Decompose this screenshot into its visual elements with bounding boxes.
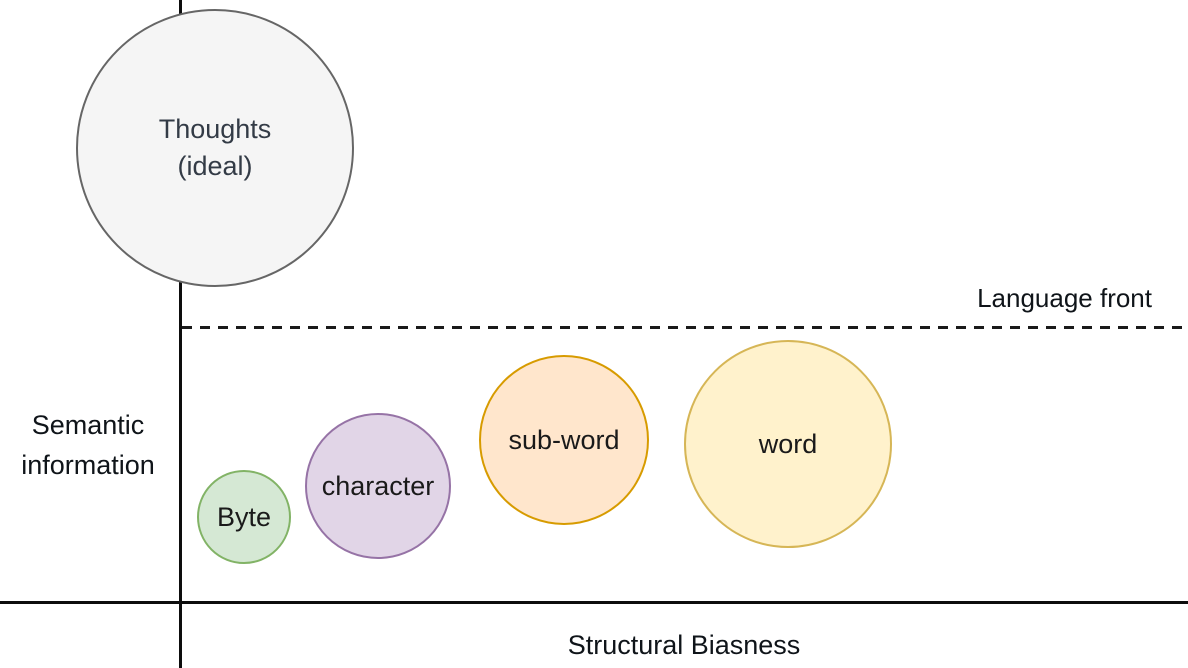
bubble-sub-word-label: sub-word [508, 424, 620, 455]
bubble-thoughts-label-line2: (ideal) [177, 151, 253, 181]
bubble-byte: Byte [197, 470, 291, 564]
bubble-word-label: word [758, 428, 818, 459]
language-front-dashed-line [182, 326, 1188, 329]
bubble-thoughts-label-line1: Thoughts [158, 114, 272, 144]
bubble-character: character [305, 413, 451, 559]
y-axis-line [179, 0, 182, 668]
bubble-thoughts: Thoughts (ideal) [76, 9, 354, 287]
bubble-character-label: character [321, 470, 435, 501]
language-front-label: Language front [977, 283, 1152, 313]
bubble-word: word [684, 340, 892, 548]
bubble-sub-word: sub-word [479, 355, 649, 525]
x-axis-label: Structural Biasness [567, 630, 801, 660]
y-axis-label-line2: information [21, 450, 155, 480]
y-axis-label-line1: Semantic [31, 410, 145, 440]
x-axis-line [0, 601, 1188, 604]
y-axis-label: Semantic information [0, 405, 176, 485]
bubble-byte-label: Byte [216, 501, 272, 532]
